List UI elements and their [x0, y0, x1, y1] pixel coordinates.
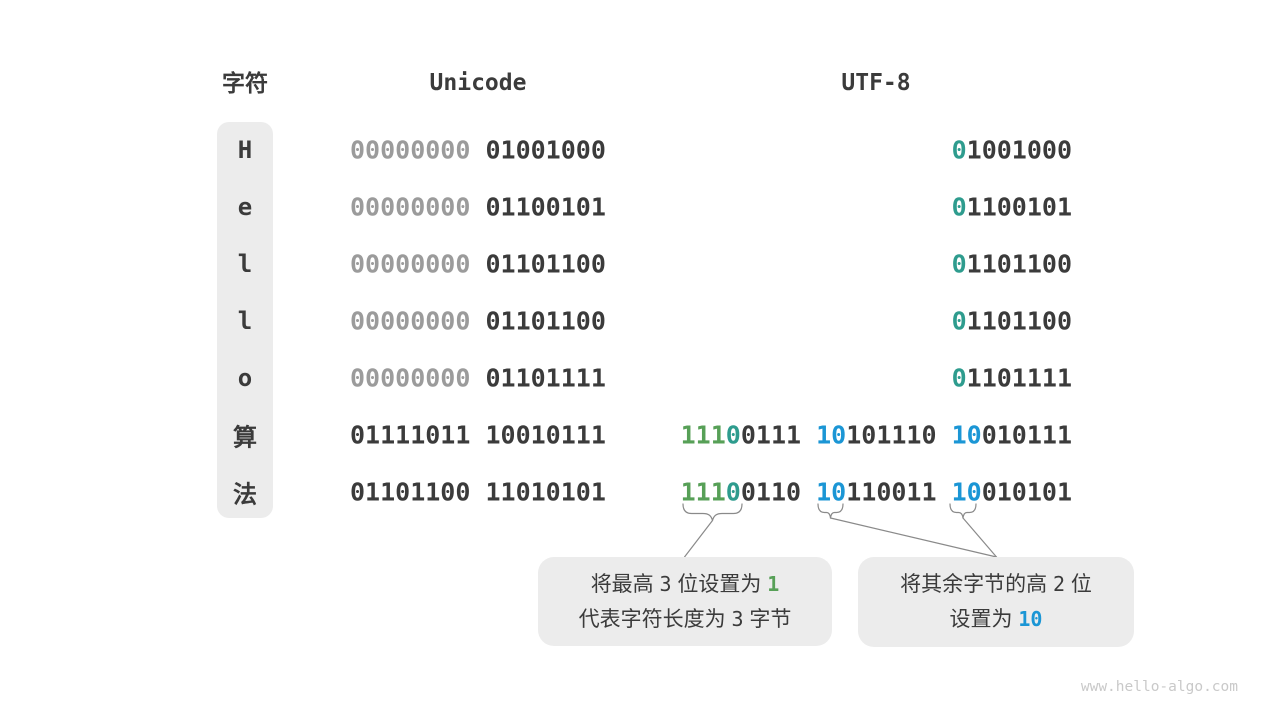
utf8-cell: 01101100 — [952, 250, 1072, 279]
unicode-cell: 01111011 10010111 — [350, 420, 606, 449]
utf8-cell: 11100110 10110011 10010101 — [681, 477, 1072, 506]
text-segment: 00000000 — [350, 135, 486, 165]
text-segment: 位 — [1065, 573, 1092, 596]
text-segment: 3 — [731, 606, 744, 631]
text-segment: 10 — [951, 420, 982, 450]
column-header-utf8: UTF-8 — [841, 70, 911, 96]
char-cell: l — [237, 250, 253, 279]
text-segment: 111 — [680, 420, 726, 450]
text-segment: 1101100 — [966, 306, 1072, 336]
text-segment: 10 — [1018, 607, 1043, 631]
utf8-cell: 01001000 — [952, 136, 1072, 165]
unicode-cell: 00000000 01101100 — [350, 250, 606, 279]
connector-line-continuation-1 — [829, 517, 998, 558]
text-segment: 1001000 — [966, 135, 1072, 165]
unicode-cell: 00000000 01100101 — [350, 193, 606, 222]
text-segment: 0 — [951, 363, 967, 393]
connector-line-continuation-2 — [962, 517, 998, 558]
text-segment: 10 — [951, 477, 982, 507]
text-segment: 01111011 10010111 — [350, 420, 606, 450]
text-segment: 0 — [951, 306, 967, 336]
text-segment: 110011 — [846, 477, 952, 507]
column-header-unicode: Unicode — [429, 70, 527, 96]
utf8-cell: 11100111 10101110 10010111 — [681, 420, 1072, 449]
char-cell: 算 — [233, 423, 257, 452]
character-column-background — [217, 122, 273, 518]
utf8-cell: 01101100 — [952, 307, 1072, 336]
column-header-char: 字符 — [222, 70, 268, 96]
utf8-cell: 01100101 — [952, 193, 1072, 222]
annotation-line: 设置为 10 — [950, 602, 1043, 637]
text-segment: 0 — [951, 249, 967, 279]
text-segment: 010111 — [981, 420, 1072, 450]
text-segment: 00000000 — [350, 249, 486, 279]
watermark: www.hello-algo.com — [1080, 679, 1238, 695]
text-segment: 将最高 — [590, 572, 660, 596]
text-segment: 00000000 — [350, 192, 486, 222]
text-segment: 01001000 — [485, 135, 606, 165]
char-cell: l — [237, 307, 253, 335]
text-segment: 111 — [680, 477, 726, 507]
text-segment: 0111 — [740, 420, 817, 450]
char-cell: o — [237, 363, 253, 392]
unicode-cell: 00000000 01001000 — [350, 136, 606, 165]
text-segment: 0110 — [740, 477, 817, 507]
annotation-box-continuation-byte: 将其余字节的高 2 位 设置为 10 — [858, 557, 1134, 647]
connector-line-leading — [683, 519, 714, 558]
text-segment: 2 — [1052, 572, 1066, 596]
char-cell: e — [237, 193, 253, 222]
char-cell: 法 — [233, 480, 257, 509]
annotation-line: 代表字符长度为 3 字节 — [579, 602, 792, 637]
text-segment: 01101111 — [485, 363, 606, 393]
text-segment: 10 — [816, 477, 847, 507]
unicode-cell: 00000000 01101100 — [350, 307, 606, 336]
unicode-cell: 00000000 01101111 — [350, 363, 606, 392]
utf8-cell: 01101111 — [952, 363, 1072, 392]
text-segment: 00000000 — [350, 306, 486, 336]
text-segment: 代表字符长度为 — [578, 607, 732, 631]
text-segment: 0 — [951, 135, 967, 165]
text-segment: 10 — [816, 420, 847, 450]
text-segment: 00000000 — [350, 363, 486, 393]
text-segment: 0 — [725, 477, 741, 507]
text-segment: 101110 — [846, 420, 952, 450]
text-segment: 1100101 — [966, 192, 1072, 222]
annotation-line: 将最高 3 位设置为 1 — [591, 567, 780, 602]
text-segment: 将其余字节的高 — [900, 573, 1053, 596]
text-segment: 字节 — [743, 607, 792, 631]
annotation-box-leading-byte: 将最高 3 位设置为 1 代表字符长度为 3 字节 — [538, 557, 832, 646]
annotation-line: 将其余字节的高 2 位 — [900, 567, 1092, 602]
text-segment: 01101100 — [485, 306, 606, 336]
text-segment: 01100101 — [485, 192, 606, 222]
char-cell: H — [237, 136, 253, 165]
text-segment: 01101100 11010101 — [350, 477, 606, 507]
text-segment: 01101100 — [485, 249, 606, 279]
text-segment: 010101 — [981, 477, 1072, 507]
text-segment: 位设置为 — [671, 572, 768, 596]
text-segment: 设置为 — [949, 608, 1019, 631]
text-segment: 1101100 — [966, 249, 1072, 279]
text-segment: 1101111 — [966, 363, 1072, 393]
text-segment: 3 — [659, 571, 672, 596]
text-segment: 1 — [767, 571, 780, 596]
text-segment: 0 — [951, 192, 967, 222]
unicode-cell: 01101100 11010101 — [350, 477, 606, 506]
text-segment: 0 — [725, 420, 741, 450]
